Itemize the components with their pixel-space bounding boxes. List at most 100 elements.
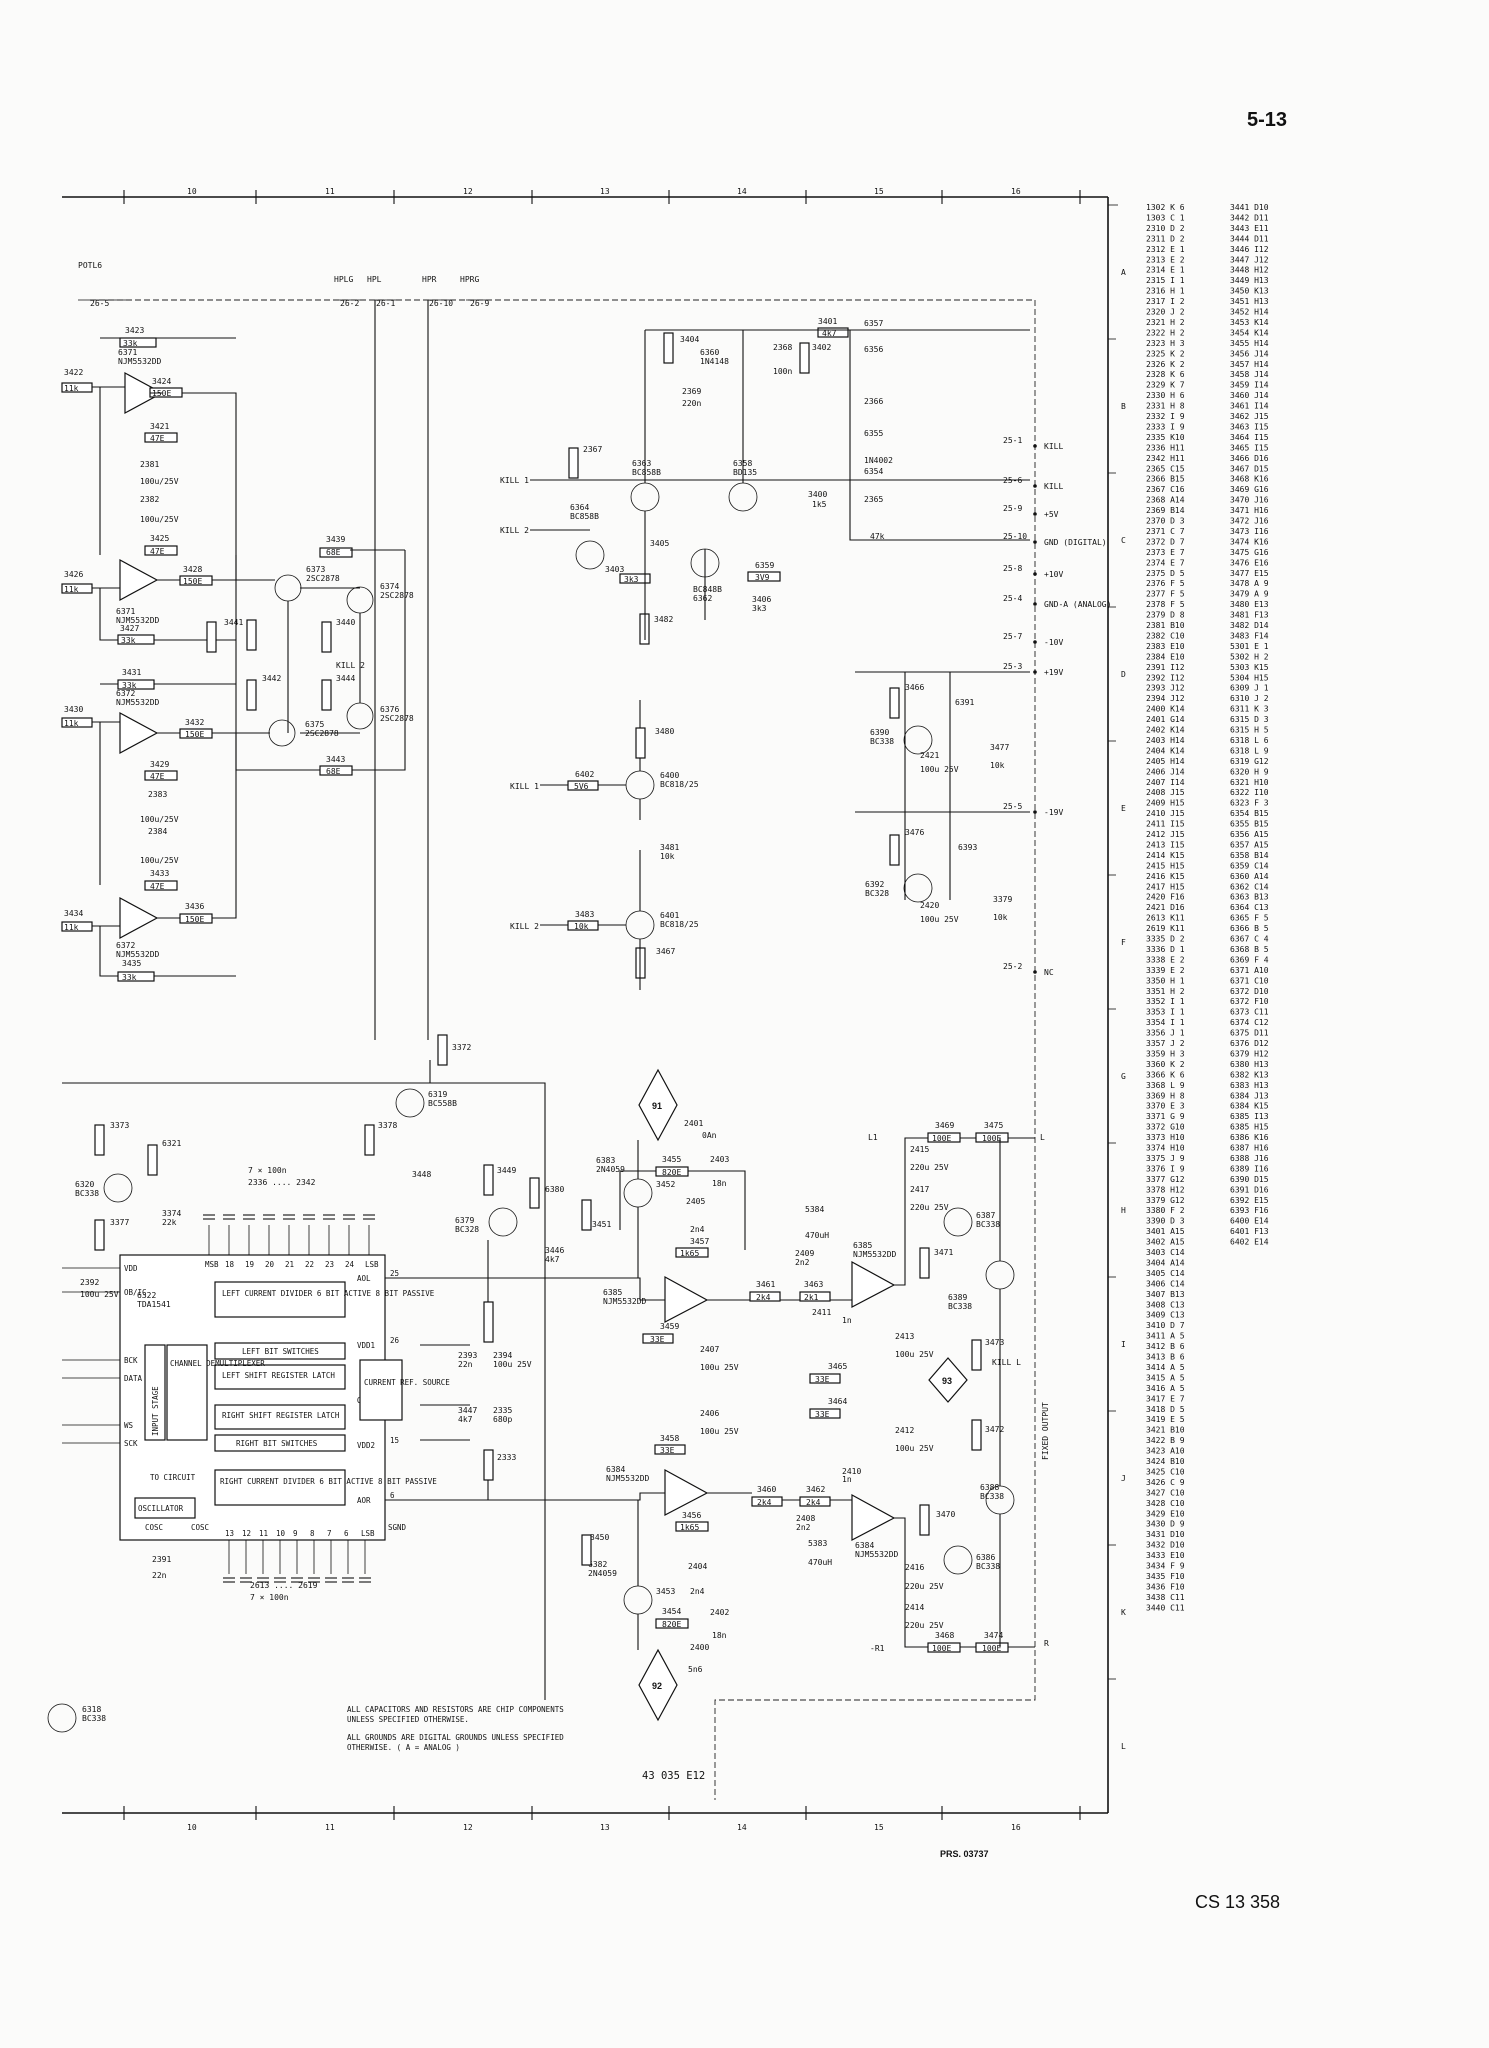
svg-text:11k: 11k [64, 923, 79, 932]
ic-block [144, 1344, 166, 1441]
svg-text:6363: 6363 [632, 459, 651, 468]
svg-text:220u 25V: 220u 25V [905, 1621, 944, 1630]
parts-index-entry: 3413 B 6 [1146, 1353, 1185, 1362]
rail-net: NC [1044, 968, 1054, 977]
svg-text:3453: 3453 [656, 1587, 675, 1596]
svg-text:0An: 0An [702, 1131, 717, 1140]
parts-index-entry: 2413 I15 [1146, 840, 1185, 849]
transistor-6386 [943, 1545, 973, 1575]
svg-text:OSCILLATOR: OSCILLATOR [138, 1504, 184, 1513]
parts-index-entry: 1302 K 6 [1146, 203, 1185, 212]
ic-pin-label: AOL [357, 1274, 371, 1283]
parts-index-entry: 3369 H 8 [1146, 1091, 1185, 1100]
svg-text:6364: 6364 [570, 503, 589, 512]
svg-text:LEFT CURRENT DIVIDER 6 BIT ACT: LEFT CURRENT DIVIDER 6 BIT ACTIVE 8 BIT … [222, 1289, 435, 1298]
ic-pin-label: 10 [276, 1529, 286, 1538]
resistor [799, 342, 810, 374]
svg-text:3475: 3475 [984, 1121, 1003, 1130]
parts-index-entry: 6321 H10 [1230, 778, 1269, 787]
rail-net: KILL [1044, 442, 1063, 451]
svg-text:RIGHT SHIFT REGISTER LATCH: RIGHT SHIFT REGISTER LATCH [222, 1411, 340, 1420]
parts-index-entry: 6368 B 5 [1230, 945, 1269, 954]
parts-index-entry: 6366 B 5 [1230, 924, 1269, 933]
parts-index-entry: 3412 B 6 [1146, 1342, 1185, 1351]
svg-text:COSC: COSC [191, 1523, 209, 1532]
resistor [663, 332, 674, 364]
parts-index-entry: 3378 H12 [1146, 1185, 1185, 1194]
svg-text:150E: 150E [185, 915, 204, 924]
parts-index-entry: 3447 J12 [1230, 255, 1269, 264]
svg-text:220u 25V: 220u 25V [905, 1582, 944, 1591]
parts-index-entry: 3429 E10 [1146, 1509, 1185, 1518]
parts-index-entry: 3465 I15 [1230, 443, 1269, 452]
svg-text:6401: 6401 [660, 911, 679, 920]
svg-text:2k4: 2k4 [756, 1293, 771, 1302]
svg-text:6379: 6379 [455, 1216, 474, 1225]
svg-text:6375: 6375 [305, 720, 324, 729]
parts-index-entry: 6383 H13 [1230, 1081, 1269, 1090]
parts-index-entry: 3431 D10 [1146, 1530, 1185, 1539]
parts-index-entry: 3375 J 9 [1146, 1154, 1185, 1163]
parts-index-entry: 3475 G16 [1230, 548, 1269, 557]
parts-index-entry: 3451 H13 [1230, 297, 1269, 306]
print-reference: PRS. 03737 [940, 1849, 989, 1859]
svg-text:6357: 6357 [864, 319, 883, 328]
parts-index-entry: 6371 C10 [1230, 976, 1269, 985]
svg-text:6386: 6386 [976, 1553, 995, 1562]
parts-index-entry: 2331 H 8 [1146, 402, 1185, 411]
parts-index-entry: 3404 A14 [1146, 1258, 1185, 1267]
resistor [94, 1219, 105, 1251]
ic-pin-label: 9 [293, 1529, 298, 1538]
parts-index-entry: 2410 J15 [1146, 809, 1185, 818]
parts-index-entry: 2320 J 2 [1146, 308, 1185, 317]
svg-text:3473: 3473 [985, 1338, 1004, 1347]
svg-text:3459: 3459 [660, 1322, 679, 1331]
row-label: G [1121, 1072, 1126, 1081]
svg-text:3482: 3482 [654, 615, 673, 624]
parts-index-entry: 3356 J 1 [1146, 1029, 1185, 1038]
resistor [809, 1408, 841, 1419]
svg-text:2412: 2412 [895, 1426, 914, 1435]
parts-index-entry: 3422 B 9 [1146, 1436, 1185, 1445]
parts-index-entry: 2311 D 2 [1146, 234, 1185, 243]
rail-node [1033, 444, 1037, 448]
parts-index-entry: 3390 D 3 [1146, 1217, 1185, 1226]
svg-text:2403: 2403 [710, 1155, 729, 1164]
opamp-ref: 6371 [116, 607, 135, 616]
ic-pin-label: 21 [285, 1260, 294, 1269]
svg-text:6385: 6385 [853, 1241, 872, 1250]
parts-index-entry: 3446 I12 [1230, 245, 1269, 254]
row-label: A [1121, 268, 1126, 277]
parts-index-entry: 3478 A 9 [1230, 579, 1269, 588]
parts-index-entry: 3470 J16 [1230, 496, 1269, 505]
svg-text:6400: 6400 [660, 771, 679, 780]
svg-text:6354: 6354 [864, 467, 883, 476]
ic-pin-number: 26 [390, 1336, 400, 1345]
svg-text:2333: 2333 [497, 1453, 516, 1462]
row-label: K [1121, 1608, 1126, 1617]
rail-net: -19V [1044, 808, 1063, 817]
svg-text:6376: 6376 [380, 705, 399, 714]
svg-text:6319: 6319 [428, 1090, 447, 1099]
svg-text:6384: 6384 [606, 1465, 625, 1474]
parts-index-entry: 3403 C14 [1146, 1248, 1185, 1257]
resistor [483, 1449, 494, 1481]
connector-label: HPRG [460, 275, 479, 284]
transistor-6376 [346, 702, 374, 730]
svg-text:100u/25V: 100u/25V [140, 815, 179, 824]
headphone-driver-section: 6371 NJM5532DD 3423 33k 3422 11k 3424 15… [61, 326, 414, 982]
parts-index-entry: 6393 F16 [1230, 1206, 1269, 1215]
connector-pin: 26-5 [90, 299, 109, 308]
svg-text:3454: 3454 [662, 1607, 681, 1616]
ic-block [214, 1342, 346, 1360]
document-code: CS 13 358 [1195, 1892, 1280, 1912]
svg-text:3435: 3435 [122, 959, 141, 968]
svg-text:100E: 100E [932, 1134, 951, 1143]
parts-index-entry: 3427 C10 [1146, 1488, 1185, 1497]
svg-text:2413: 2413 [895, 1332, 914, 1341]
svg-text:3372: 3372 [452, 1043, 471, 1052]
ic-pin-label: 19 [245, 1260, 254, 1269]
parts-index-entry: 3377 G12 [1146, 1175, 1185, 1184]
